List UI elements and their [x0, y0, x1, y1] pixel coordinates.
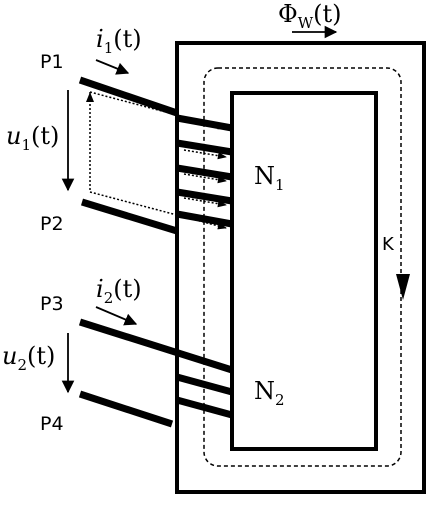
core-outer-frame [175, 41, 426, 494]
field-arrow-up [86, 92, 94, 102]
flux-label: ΦW(t) [278, 0, 341, 32]
winding-n1-label: N1 [254, 162, 285, 194]
winding-n2 [78, 318, 234, 428]
winding-n2-label: N2 [254, 377, 285, 409]
port-p1-label: P1 [40, 51, 64, 73]
flux-path [203, 67, 402, 467]
lead-p2 [80, 198, 179, 235]
current-i2-label: i2(t) [96, 275, 142, 307]
core-window [230, 91, 378, 451]
current-i1-label: i1(t) [96, 25, 142, 57]
winding-n1-field-lines [89, 91, 227, 230]
port-p4-label: P4 [40, 413, 64, 435]
current-i2-arrow [95, 306, 138, 326]
voltage-u2-label: u2(t) [2, 342, 55, 374]
voltage-u1-label: u1(t) [6, 122, 59, 154]
current-i1-arrow [95, 59, 130, 75]
path-label-k: K [382, 234, 395, 255]
port-p2-label: P2 [40, 213, 64, 235]
lead-p1 [78, 76, 179, 117]
port-p3-label: P3 [40, 293, 64, 315]
flux-path-arrowhead [396, 274, 410, 300]
